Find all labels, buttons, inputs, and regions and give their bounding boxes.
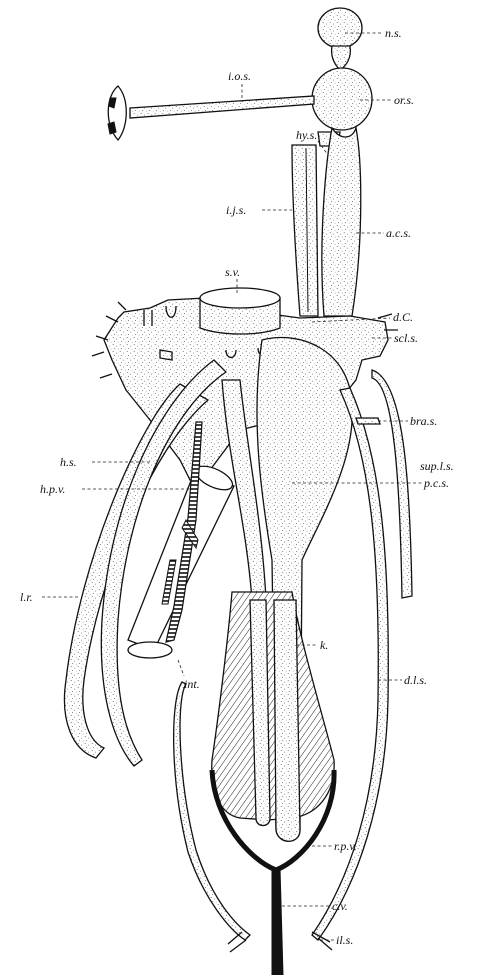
label-iliac-sinus: il.s. (336, 933, 353, 947)
label-posterior-cardinal-sinus: p.c.s. (423, 476, 449, 490)
label-dorsal-lateral-sinus: d.l.s. (404, 673, 427, 687)
label-caudal-vein: c.v. (332, 899, 348, 913)
intestine-cut-end (128, 642, 172, 658)
interorbital-sinus (130, 96, 314, 118)
brachial-sinus (356, 418, 380, 424)
kidney (212, 592, 334, 820)
nasal-orbital-neck (332, 46, 351, 70)
label-orbital-sinus: or.s. (394, 93, 414, 107)
kidney-overlay-sinus-right (274, 600, 300, 841)
label-hypophysial-sinus: hy.s. (296, 128, 317, 142)
leader-int (178, 660, 184, 676)
label-intestine: int. (184, 677, 200, 691)
nasal-sinus (318, 8, 362, 48)
sinus-venosus-top (200, 288, 280, 308)
label-lateral-rib: l.r. (20, 590, 33, 604)
label-duct-cuvier: d.C. (393, 310, 413, 324)
anterior-cardinal-sinus (322, 128, 361, 316)
caudal-vein (272, 868, 283, 975)
label-anterior-cardinal-sinus: a.c.s. (386, 226, 411, 240)
eye-dark-mark (108, 98, 116, 134)
label-brachial-sinus: bra.s. (410, 414, 437, 428)
label-superficial-lateral-sinus: sup.l.s. (420, 459, 454, 473)
label-hepatic-sinus: h.s. (60, 455, 77, 469)
label-renal-portal-vein: r.p.v. (334, 839, 357, 853)
label-kidney: k. (320, 638, 328, 652)
label-inferior-jugular-sinus: i.j.s. (226, 203, 246, 217)
label-interorbital-sinus: i.o.s. (228, 69, 251, 83)
label-sinus-venosus: s.v. (225, 265, 240, 279)
label-nasal-sinus: n.s. (385, 26, 402, 40)
label-subclavian-sinus: scl.s. (394, 331, 418, 345)
inferior-jugular-sinus (292, 145, 318, 316)
label-hepatic-portal-vein: h.p.v. (40, 482, 65, 496)
orbital-sinus (312, 68, 372, 130)
